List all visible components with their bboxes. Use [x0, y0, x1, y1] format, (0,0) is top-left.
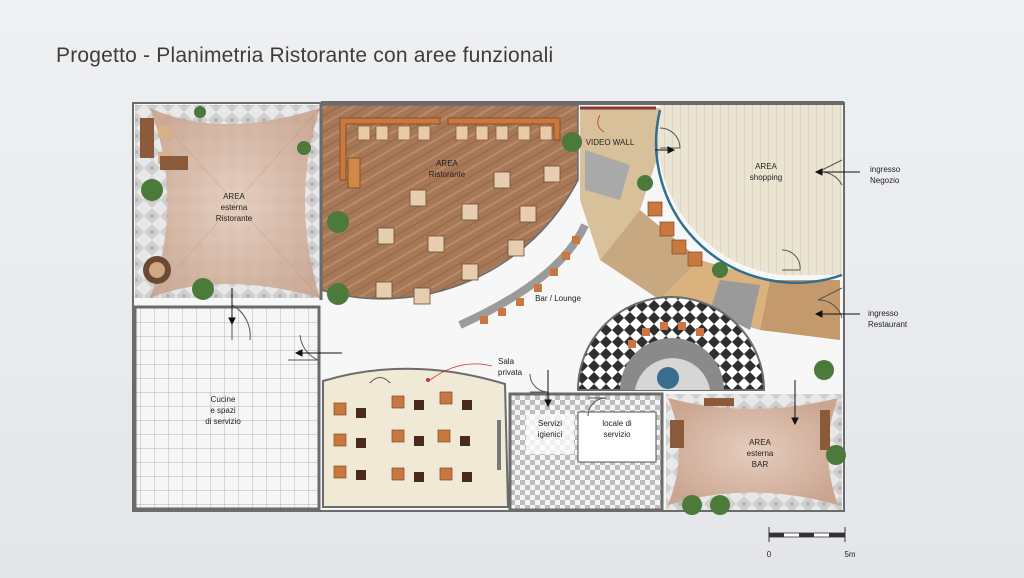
- label-ingresso-restaurant-1: ingresso: [868, 309, 899, 318]
- servizi-label-box: [526, 414, 574, 454]
- plan-labels: AREA Ristorante AREA esterna Ristorante …: [205, 138, 908, 469]
- scale-bar: 0 5m: [767, 527, 856, 559]
- label-cucine-1: Cucine: [211, 395, 236, 404]
- area-esterna-bar: [666, 394, 842, 510]
- plants: [141, 106, 846, 515]
- label-area-shopping-1: AREA: [755, 162, 777, 171]
- label-sala-privata-1: Sala: [498, 357, 515, 366]
- label-locale-servizio-2: servizio: [603, 430, 631, 439]
- outdoor-sofa-left: [140, 118, 188, 284]
- bar-round-stools: [628, 322, 704, 348]
- sala-privata-pointer-dot: [426, 378, 430, 382]
- video-wall-pointer: [597, 114, 605, 133]
- label-ingresso-negozio-1: ingresso: [870, 165, 901, 174]
- locale-servizio-box: [577, 411, 657, 463]
- bar-stools: [480, 236, 580, 324]
- label-cucine-2: e spazi: [210, 406, 236, 415]
- kitchen-area: [133, 305, 321, 511]
- label-video-wall: VIDEO WALL: [586, 138, 635, 147]
- label-bar-lounge: Bar / Lounge: [535, 294, 581, 303]
- fan-floor: [580, 108, 840, 340]
- direction-arrows: [228, 146, 860, 426]
- label-ingresso-negozio-2: Negozio: [870, 176, 900, 185]
- shopping-chairs: [647, 201, 703, 267]
- label-area-esterna-ristorante-3: Ristorante: [216, 214, 253, 223]
- sala-privata-tables: [356, 400, 472, 482]
- label-area-ristorante-1: AREA: [436, 159, 458, 168]
- scale-end-label: 5m: [844, 550, 855, 559]
- label-servizi-igienici-2: igienici: [538, 430, 563, 439]
- bar-round-room: [576, 296, 766, 391]
- restaurant-chairs-top: [357, 125, 553, 141]
- area-shopping: [654, 105, 843, 284]
- label-locale-servizio-1: locale di: [602, 419, 632, 428]
- label-area-esterna-ristorante-2: esterna: [221, 203, 248, 212]
- restaurant-tables: [375, 165, 561, 305]
- sala-privata-chairs: [333, 391, 453, 481]
- label-area-shopping-2: shopping: [750, 173, 782, 182]
- label-area-esterna-bar-2: esterna: [747, 449, 774, 458]
- sala-privata-pointer: [429, 363, 493, 381]
- label-cucine-3: di servizio: [205, 417, 241, 426]
- label-sala-privata-2: privata: [498, 368, 523, 377]
- label-area-esterna-ristorante-1: AREA: [223, 192, 245, 201]
- restaurant-sofa-row: [339, 117, 561, 189]
- outdoor-bar-furniture: [670, 398, 830, 450]
- scale-start-label: 0: [767, 550, 772, 559]
- page-title: Progetto - Planimetria Ristorante con ar…: [56, 44, 554, 67]
- sala-privata-screen: [497, 420, 501, 470]
- label-area-esterna-bar-3: BAR: [752, 460, 769, 469]
- label-servizi-igienici-1: Servizi: [538, 419, 562, 428]
- label-area-esterna-bar-1: AREA: [749, 438, 771, 447]
- label-area-ristorante-2: Ristorante: [429, 170, 466, 179]
- label-ingresso-restaurant-2: Restaurant: [868, 320, 908, 329]
